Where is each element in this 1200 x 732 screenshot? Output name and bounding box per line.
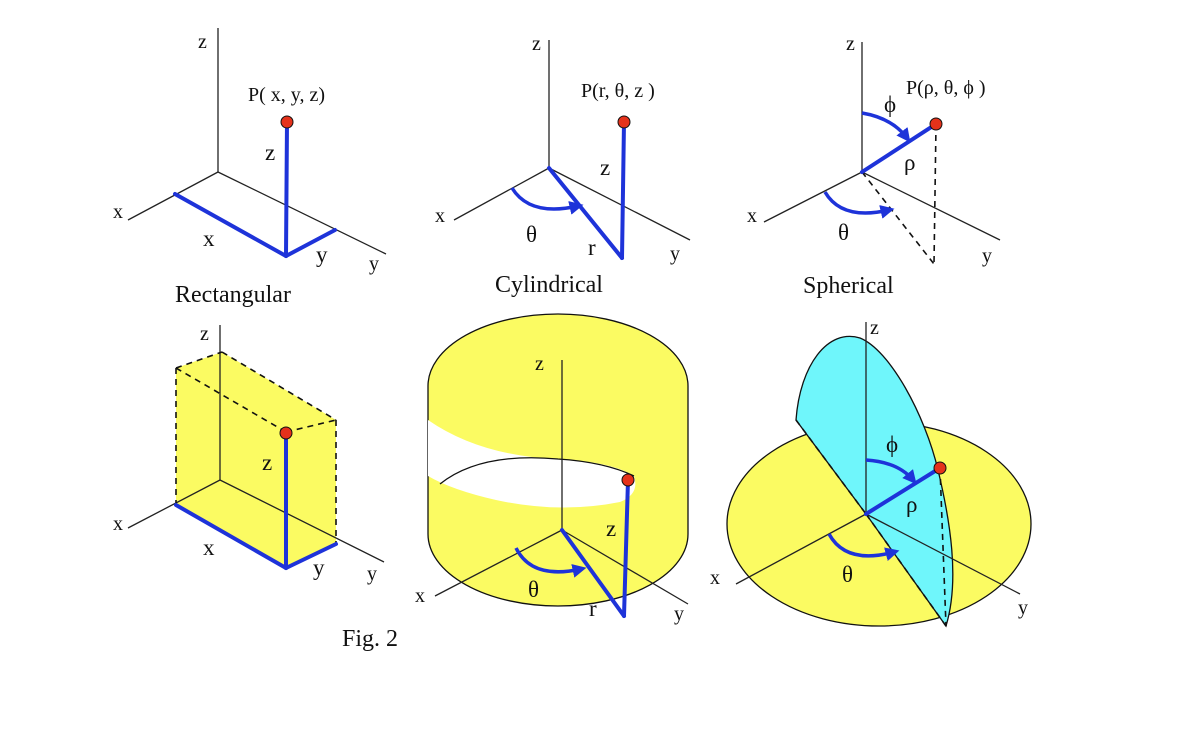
point-p (621, 473, 635, 487)
theta-arrow (514, 547, 587, 578)
rho-label: ρ (904, 150, 915, 175)
theta-label: θ (842, 562, 853, 587)
projection-line (865, 513, 947, 627)
x-component-label: x (203, 535, 215, 560)
z-axis-label: z (532, 33, 541, 55)
y-axis-label: y (674, 603, 684, 625)
projection-line (861, 171, 935, 265)
cylinder-opening (428, 420, 636, 508)
y-axis (548, 167, 691, 241)
y-axis-label: y (982, 245, 992, 267)
y-axis-label: y (670, 243, 680, 265)
r-component-line (547, 166, 624, 260)
panel-rectangular-solid: z x y z x y Fig. 2 (113, 323, 398, 652)
z-axis-label: z (870, 317, 879, 339)
x-axis (434, 529, 563, 597)
theta-arrow (827, 533, 900, 561)
x-axis-label: x (113, 201, 123, 223)
theta-label: θ (526, 222, 537, 247)
phi-arrow (865, 458, 917, 485)
x-axis-label: x (113, 513, 123, 535)
rho-vector-line (864, 466, 942, 516)
theta-arrow (823, 191, 895, 219)
z-axis-label: z (846, 33, 855, 55)
x-axis-label: x (747, 205, 757, 227)
x-component-line (173, 192, 288, 258)
box-edge (285, 419, 337, 433)
sphere-wedge (795, 335, 954, 628)
point-p (280, 115, 294, 129)
point-p (933, 461, 947, 475)
z-component-label: z (600, 155, 610, 180)
cylinder-inner-edge (439, 457, 635, 485)
caption-rectangular: Rectangular (175, 282, 291, 308)
point-p (617, 115, 631, 129)
vertical-drop-line (933, 123, 937, 265)
box-edge (175, 351, 223, 369)
theta-label: θ (838, 220, 849, 245)
z-component-label: z (606, 516, 616, 541)
x-component-line (174, 503, 288, 570)
point-label: P( x, y, z) (248, 84, 325, 106)
x-axis (453, 167, 550, 221)
z-component-label: z (262, 450, 272, 475)
diameter-line (795, 419, 867, 515)
y-axis-label: y (369, 253, 379, 275)
x-axis (763, 171, 863, 223)
y-component-label: y (313, 555, 325, 580)
r-label: r (588, 235, 596, 260)
y-axis (219, 479, 385, 563)
theta-label: θ (528, 577, 539, 602)
x-axis-label: x (435, 205, 445, 227)
y-component-line (284, 542, 338, 570)
theta-arrow (510, 187, 584, 215)
x-axis-label: x (710, 567, 720, 589)
z-axis-label: z (198, 31, 207, 53)
panel-cylindrical: z x y P(r, θ, z ) θ r z Cylindrical (435, 33, 691, 298)
phi-label: ϕ (884, 92, 896, 117)
y-axis (865, 513, 1021, 595)
rho-label: ρ (906, 492, 917, 517)
x-axis-label: x (415, 585, 425, 607)
y-axis (217, 171, 387, 255)
phi-arrow (861, 111, 911, 143)
z-component-label: z (265, 140, 275, 165)
y-component-line (284, 228, 337, 258)
z-component-line (284, 120, 289, 258)
rho-vector-line (860, 122, 938, 174)
vertical-drop-line (939, 467, 947, 627)
panel-cylindrical-solid: z x y θ r z (415, 313, 689, 625)
z-axis-label: z (535, 353, 544, 375)
y-component-label: y (316, 242, 328, 267)
r-label: r (589, 596, 597, 621)
x-axis (735, 513, 867, 585)
x-axis (127, 479, 221, 529)
x-axis (127, 171, 219, 221)
x-component-label: x (203, 226, 215, 251)
z-component-line (620, 120, 626, 260)
panel-rectangular: z x y P( x, y, z) z x y Rectangular (113, 28, 387, 308)
box-edge (221, 351, 337, 421)
point-p (929, 117, 943, 131)
panel-spherical-solid: z x y ϕ ρ θ (710, 317, 1032, 628)
phi-label: ϕ (886, 432, 898, 457)
z-component-line (622, 478, 630, 618)
figure-label: Fig. 2 (342, 626, 398, 652)
point-label: P(ρ, θ, ϕ ) (906, 77, 986, 99)
y-axis-label: y (367, 563, 377, 585)
y-axis (861, 171, 1001, 241)
box-surface (176, 352, 336, 568)
panel-spherical: z x y P(ρ, θ, ϕ ) ϕ ρ θ Spherical (747, 33, 1001, 299)
point-p (279, 426, 293, 440)
caption-spherical: Spherical (803, 273, 894, 299)
caption-cylindrical: Cylindrical (495, 272, 603, 298)
r-component-line (560, 528, 626, 618)
point-label: P(r, θ, z ) (581, 80, 655, 102)
y-axis-label: y (1018, 597, 1028, 619)
z-axis-label: z (200, 323, 209, 345)
